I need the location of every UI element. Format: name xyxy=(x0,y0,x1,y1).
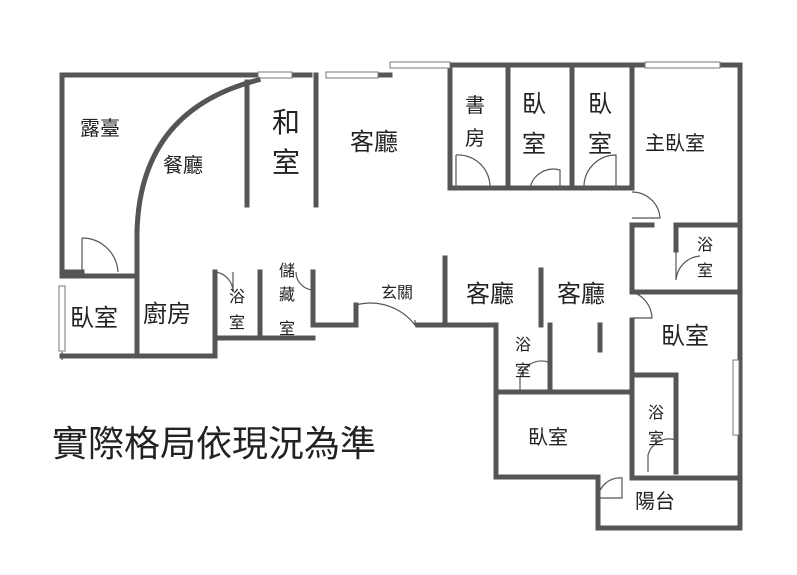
label-bedroom-a-2: 室 xyxy=(522,130,546,158)
label-storage-3: 室 xyxy=(279,319,295,338)
label-study-2: 房 xyxy=(465,126,485,150)
dining-curved-wall xyxy=(134,76,262,235)
label-bath-lower-2: 室 xyxy=(515,361,531,380)
wall-balcony-bottom-outline xyxy=(595,474,743,531)
label-storage-1: 儲 xyxy=(279,261,295,280)
window-left-bedroom xyxy=(58,285,66,352)
label-bedroom-bottom: 臥室 xyxy=(528,425,568,449)
label-living-center: 客廳 xyxy=(466,280,514,308)
label-master-bath-2: 室 xyxy=(697,261,713,280)
label-bath-small-1: 浴 xyxy=(229,287,245,306)
door-storage xyxy=(295,271,314,291)
window-top-3 xyxy=(389,61,451,69)
label-storage-2: 藏 xyxy=(279,285,295,304)
wall-outer-left xyxy=(59,72,261,275)
label-bedroom-left: 臥室 xyxy=(70,304,118,332)
label-japanese-2: 室 xyxy=(272,146,300,179)
label-balcony-top: 露臺 xyxy=(80,116,120,140)
room-labels: 露臺 餐廳 和 室 客廳 書 房 臥 室 臥 室 主臥室 浴 室 臥室 廚房 浴… xyxy=(70,90,713,513)
label-japanese-1: 和 xyxy=(272,106,300,139)
walls xyxy=(59,62,743,531)
door-master-bath xyxy=(675,250,701,281)
label-bath-right-2: 室 xyxy=(648,429,664,448)
label-master-bath-1: 浴 xyxy=(697,235,713,254)
window-top-2 xyxy=(325,71,379,79)
label-master-bedroom: 主臥室 xyxy=(645,131,705,155)
label-bedroom-b-2: 室 xyxy=(588,130,612,158)
window-top-1 xyxy=(257,71,293,79)
door-lower-bath xyxy=(519,360,549,390)
door-bedroom-a xyxy=(529,168,561,189)
door-entrance xyxy=(355,302,416,327)
label-bath-small-2: 室 xyxy=(229,313,245,332)
label-bedroom-a-1: 臥 xyxy=(522,90,546,118)
label-bath-lower-1: 浴 xyxy=(515,335,531,354)
label-study-1: 書 xyxy=(465,93,485,117)
label-living-right: 客廳 xyxy=(557,280,605,308)
label-balcony-bottom: 陽台 xyxy=(635,489,675,513)
window-right-bedroom xyxy=(732,359,740,436)
door-right-bath xyxy=(647,438,677,472)
windows xyxy=(58,61,740,436)
door-right-bedroom xyxy=(631,291,653,319)
door-bedroom-b xyxy=(583,154,617,189)
door-study xyxy=(455,154,491,189)
label-dining: 餐廳 xyxy=(163,153,203,177)
door-balcony xyxy=(81,237,119,273)
layout-disclaimer: 實際格局依現況為準 xyxy=(52,424,376,465)
window-top-4 xyxy=(644,61,721,69)
label-bedroom-b-1: 臥 xyxy=(588,90,612,118)
label-bath-right-1: 浴 xyxy=(648,403,664,422)
label-kitchen: 廚房 xyxy=(143,300,191,328)
label-living: 客廳 xyxy=(350,128,398,156)
door-balcony-bottom xyxy=(597,477,623,499)
label-bedroom-right: 臥室 xyxy=(661,322,709,350)
door-bath-small xyxy=(214,271,234,293)
door-master xyxy=(631,191,661,219)
doors xyxy=(81,154,701,499)
label-entrance: 玄關 xyxy=(381,283,413,302)
